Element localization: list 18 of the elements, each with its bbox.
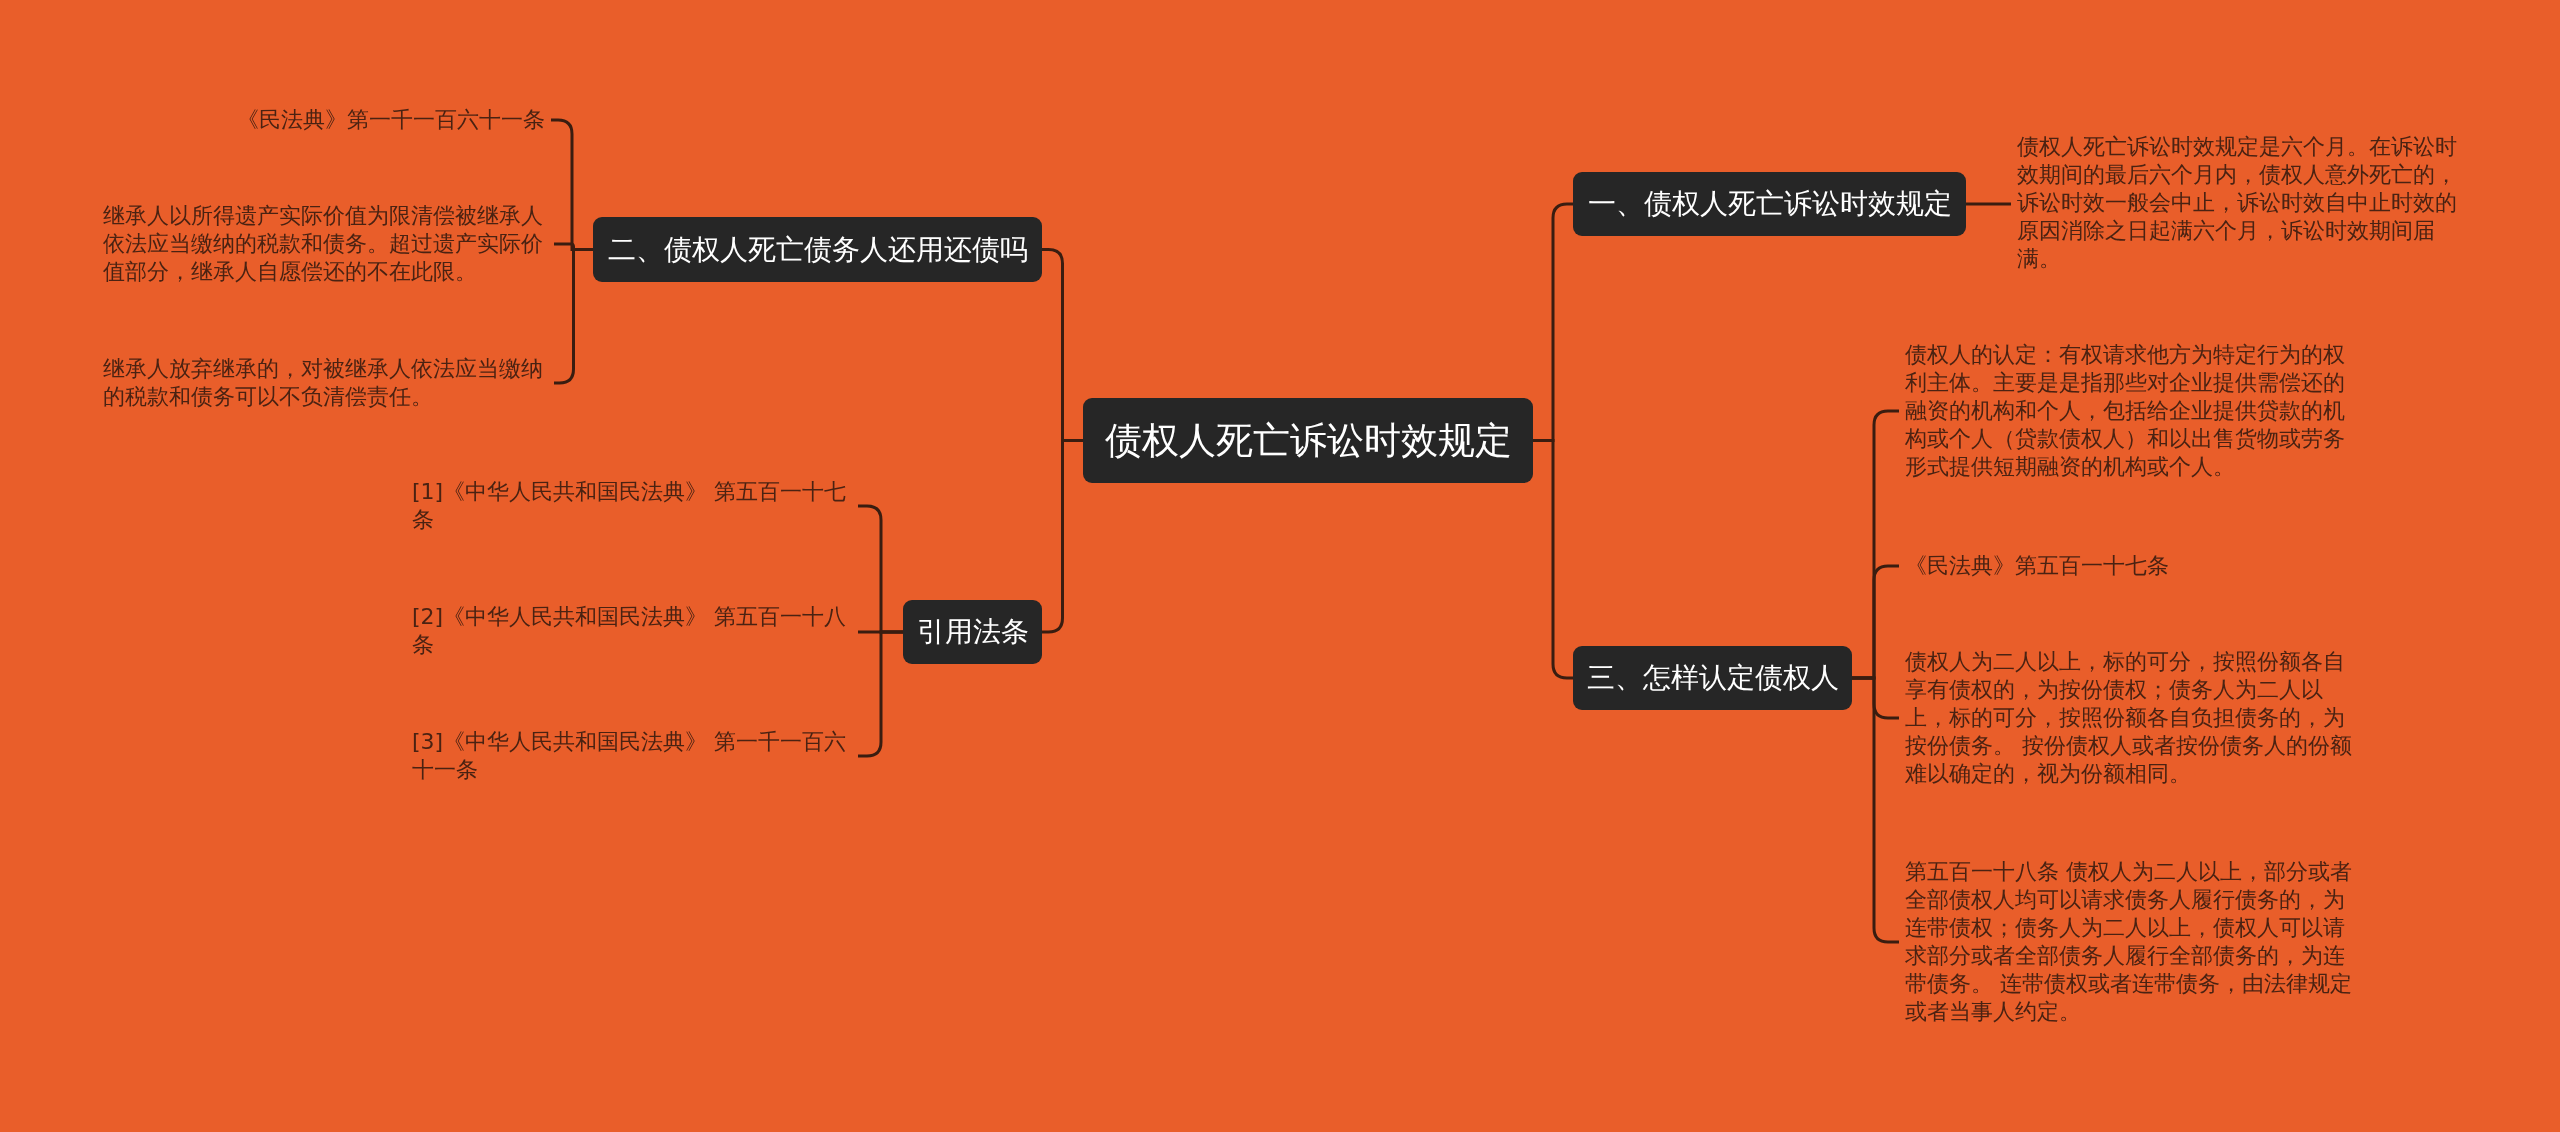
root-topic-box: 债权人死亡诉讼时效规定 — [1083, 398, 1533, 483]
note-text: 继承人以所得遗产实际价值为限清偿被继承人依法应当缴纳的税款和债务。超过遗产实际价值部分，继承人自愿偿还的不在此限。 — [103, 202, 548, 286]
note-text: 《民法典》第五百一十七条 — [1905, 552, 2355, 580]
topic-box: 一、债权人死亡诉讼时效规定 — [1573, 172, 1966, 236]
note-text: 第五百一十八条 债权人为二人以上，部分或者全部债权人均可以请求债务人履行债务的，为连带债权；债务人为二人以上，债权人可以请求部分或者全部债务人履行全部债务的，为连带债务。 连带债权或者连带债务，由法律规定或者当事人约定。 — [1905, 858, 2355, 1026]
note-text: 债权人的认定：有权请求他方为特定行为的权利主体。主要是是指那些对企业提供需偿还的融资的机构和个人，包括给企业提供贷款的机构或个人（贷款债权人）和以出售货物或劳务形式提供短期融资的机构或个人。 — [1905, 341, 2355, 481]
note-text: 债权人为二人以上，标的可分，按照份额各自享有债权的，为按份债权；债务人为二人以上，标的可分，按照份额各自负担债务的，为按份债务。 按份债权人或者按份债务人的份额难以确定的，视为份额相同。 — [1905, 648, 2355, 788]
note-text: 债权人死亡诉讼时效规定是六个月。在诉讼时效期间的最后六个月内，债权人意外死亡的，诉讼时效一般会中止，诉讼时效自中止时效的原因消除之日起满六个月，诉讼时效期间届满。 — [2017, 133, 2467, 273]
connector-line — [1966, 202, 2011, 206]
topic-box: 引用法条 — [903, 600, 1042, 664]
note-text: [3]《中华人民共和国民法典》 第一千一百六十一条 — [412, 728, 852, 784]
note-text: 《民法典》第一千一百六十一条 — [237, 106, 545, 134]
note-text: [2]《中华人民共和国民法典》 第五百一十八条 — [412, 603, 852, 659]
connector-line — [1042, 439, 1083, 634]
note-text: 继承人放弃继承的，对被继承人依法应当缴纳的税款和债务可以不负清偿责任。 — [103, 355, 548, 411]
topic-box: 三、怎样认定债权人 — [1573, 646, 1852, 710]
topic-box: 二、债权人死亡债务人还用还债吗 — [593, 217, 1042, 282]
note-text: [1]《中华人民共和国民法典》 第五百一十七条 — [412, 478, 852, 534]
